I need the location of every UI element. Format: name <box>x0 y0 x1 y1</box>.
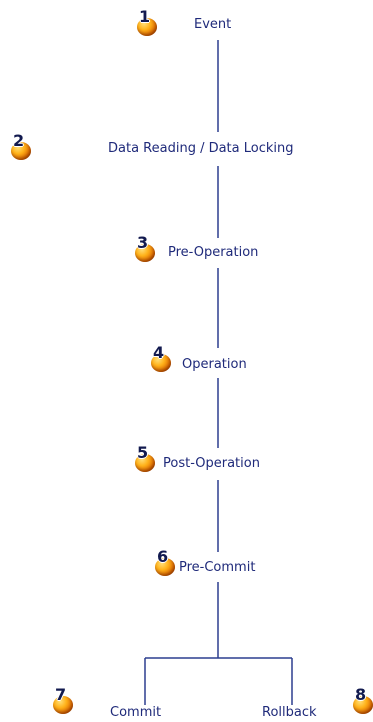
step-data-reading-label: Data Reading / Data Locking <box>108 141 294 156</box>
orange-ball-icon <box>155 558 175 576</box>
step-3-number: 3 <box>137 233 149 252</box>
step-operation-label: Operation <box>182 357 247 372</box>
step-8-number: 8 <box>355 685 367 704</box>
orange-ball-icon <box>137 18 157 36</box>
step-8-badge: 8 <box>352 686 373 714</box>
step-1-badge: 1 <box>136 8 160 36</box>
orange-ball-icon <box>135 454 155 472</box>
orange-ball-icon <box>151 354 171 372</box>
orange-ball-icon <box>135 244 155 262</box>
step-1-number: 1 <box>139 7 151 26</box>
step-6-number: 6 <box>157 547 169 566</box>
orange-ball-icon <box>353 696 373 714</box>
step-post-operation-label: Post-Operation <box>163 456 260 471</box>
step-7-badge: 7 <box>52 686 76 714</box>
step-7-number: 7 <box>55 685 67 704</box>
orange-ball-icon <box>11 142 31 160</box>
step-rollback-label: Rollback <box>262 705 317 720</box>
step-5-number: 5 <box>137 443 149 462</box>
step-2-badge: 2 <box>10 132 34 160</box>
orange-ball-icon <box>53 696 73 714</box>
step-pre-commit-label: Pre-Commit <box>179 560 256 575</box>
step-event-label: Event <box>194 17 232 32</box>
step-3-badge: 3 <box>134 234 158 262</box>
step-commit-label: Commit <box>110 705 162 720</box>
step-4-number: 4 <box>153 343 165 362</box>
step-pre-operation-label: Pre-Operation <box>168 245 259 260</box>
step-4-badge: 4 <box>150 344 174 372</box>
step-5-badge: 5 <box>134 444 158 472</box>
step-2-number: 2 <box>13 131 25 150</box>
step-6-badge: 6 <box>154 548 178 576</box>
